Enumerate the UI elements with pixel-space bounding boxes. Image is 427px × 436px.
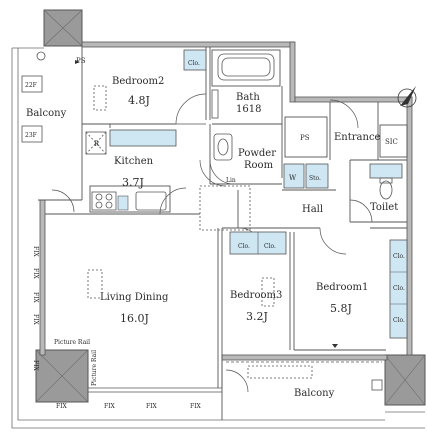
- ac-22f-label: 22F: [25, 82, 37, 89]
- powder-room-label-2: Room: [244, 160, 274, 171]
- north-arrow-icon: [397, 86, 417, 108]
- bathtub: [217, 53, 275, 81]
- closet-label-bedroom1-b: Clo.: [393, 285, 405, 292]
- fix-label-bottom-1: FIX: [56, 403, 68, 410]
- bedroom3-label: Bedroom3: [230, 290, 282, 301]
- bedroom1-area: 5.8J: [330, 302, 352, 315]
- bath-area: 1618: [236, 104, 261, 115]
- closet-bedroom1: [389, 239, 408, 339]
- toilet-shelf: [369, 163, 403, 179]
- bedroom3-area: 3.2J: [246, 310, 268, 323]
- fix-label-bottom-2: FIX: [104, 403, 116, 410]
- closet-label-bedroom3-b: Clo.: [264, 243, 276, 250]
- closet-label-bedroom1-a: Clo.: [393, 253, 405, 260]
- stove: [91, 191, 117, 211]
- fix-label-bottom-4: FIX: [190, 403, 202, 410]
- washer-box: [283, 163, 305, 189]
- kitchen-area: 3.7J: [122, 176, 144, 189]
- picture-rail-label-horizontal: Picture Rail: [54, 339, 90, 346]
- hall-label: Hall: [302, 204, 323, 215]
- ps-label-top: PS: [76, 57, 86, 65]
- fix-label-left-3: FIX: [32, 292, 39, 304]
- balcony-south-label: Balcony: [294, 388, 335, 399]
- pillars: [35, 9, 426, 406]
- bedroom1-label: Bedroom1: [316, 282, 368, 293]
- toilet-bowl: [379, 180, 393, 200]
- powder-sink: [213, 133, 233, 161]
- fix-label-bottom-3: FIX: [146, 403, 158, 410]
- closet-bedroom2: [183, 49, 207, 71]
- kitchen-shelf: [109, 129, 177, 147]
- picture-rail-label-vertical: Picture Rail: [91, 350, 98, 386]
- powder-room-label-1: Powder: [238, 148, 276, 159]
- refrigerator-label: R: [94, 140, 100, 148]
- refrigerator: [85, 131, 107, 155]
- closets: [109, 49, 408, 339]
- closet-label-bedroom2: Clo.: [188, 60, 200, 67]
- fixture-labels: PS PS SIC Clo. Clo. Clo. Clo. Clo. Clo. …: [25, 57, 405, 386]
- bedroom2-label: Bedroom2: [112, 76, 164, 87]
- closet-label-bedroom3-a: Clo.: [238, 243, 250, 250]
- ac-23f-label: 23F: [25, 132, 37, 139]
- storage-label: Sto.: [309, 175, 321, 182]
- storage-box: [305, 163, 329, 189]
- outer-lines: [11, 47, 425, 429]
- fix-label-left-2: FIX: [32, 268, 39, 280]
- bedroom2-area: 4.8J: [128, 94, 150, 107]
- fix-label-left-4: FIX: [32, 314, 39, 326]
- linen-label: Lin: [226, 177, 236, 184]
- kitchen-sink-edge: [117, 195, 129, 211]
- floor-markers: [75, 60, 338, 348]
- ac-unit-22f: [21, 75, 43, 93]
- ps-label-right: PS: [300, 134, 310, 142]
- room-labels: Bedroom2 4.8J Bath 1618 Powder Room Kitc…: [26, 76, 398, 399]
- toilet-label: Toilet: [370, 202, 398, 213]
- entrance-label: Entrance: [334, 132, 381, 143]
- fix-label-left-5: FIX: [32, 360, 39, 372]
- exterior-walls: [39, 41, 413, 393]
- fixtures: [21, 51, 393, 391]
- fix-labels: FIX FIX FIX FIX FIX FIX FIX FIX FIX: [32, 246, 202, 410]
- living-dining-label: Living Dining: [100, 292, 169, 303]
- kitchen-sink: [135, 191, 167, 211]
- kitchen-label: Kitchen: [114, 156, 154, 167]
- washer-label: W: [289, 174, 297, 182]
- fix-label-left-1: FIX: [32, 246, 39, 258]
- balcony-north-label: Balcony: [26, 108, 67, 119]
- drain-top-left: [36, 51, 46, 61]
- bath-label: Bath: [236, 92, 260, 103]
- ac-unit-23f: [21, 125, 43, 143]
- sic-label: SIC: [385, 138, 398, 146]
- closet-label-bedroom1-c: Clo.: [393, 317, 405, 324]
- living-dining-area: 16.0J: [120, 312, 149, 325]
- interior-walls: [38, 47, 408, 420]
